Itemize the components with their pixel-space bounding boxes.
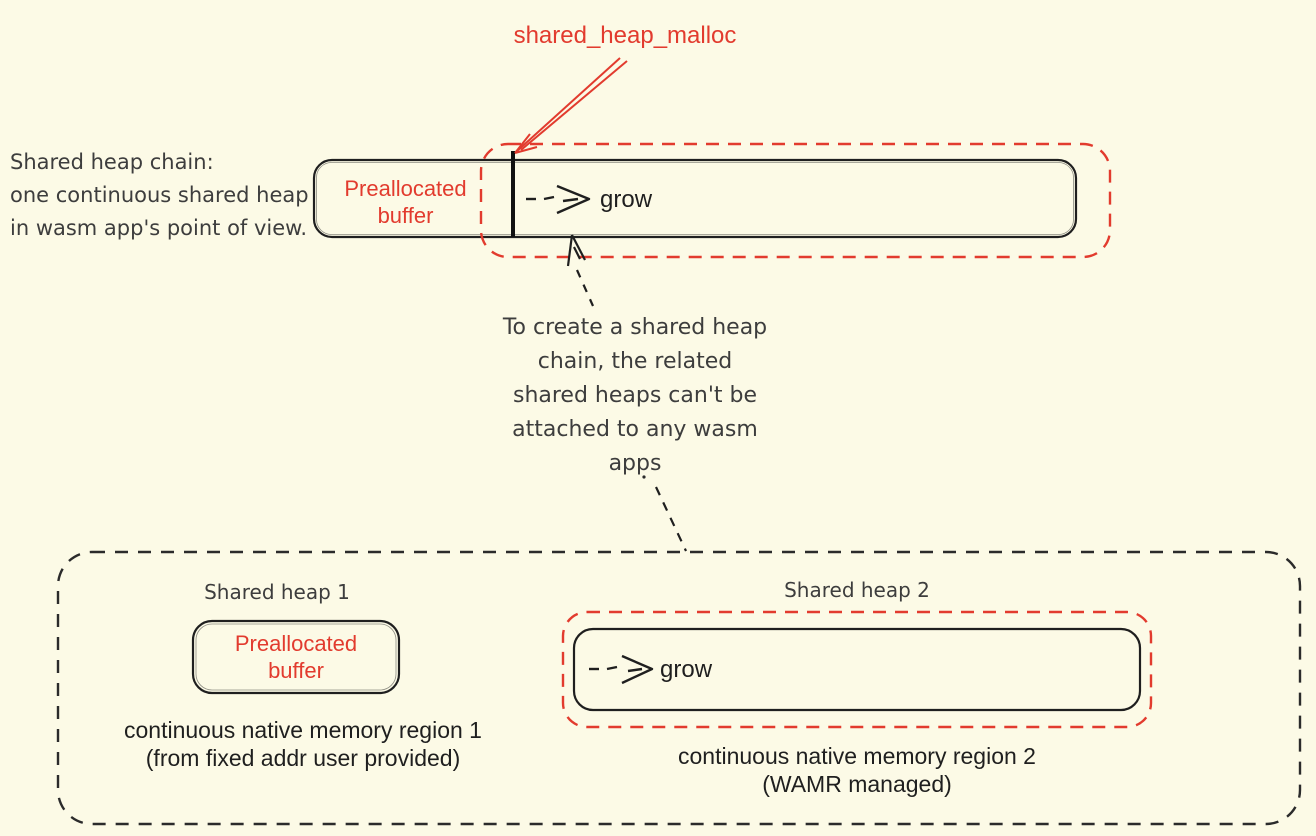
note-line: chain, the related xyxy=(537,349,733,374)
intro-line: one continuous shared heap xyxy=(10,183,309,207)
attach-pointer-icon xyxy=(566,234,586,267)
note-line: attached to any wasm xyxy=(512,417,758,442)
shared-heap2-box xyxy=(572,627,1142,712)
heap2-caption-line: continuous native memory region 2 xyxy=(678,743,1036,769)
note-text: To create a shared heap chain, the relat… xyxy=(460,311,810,481)
heap1-caption-line: continuous native memory region 1 xyxy=(124,717,482,743)
note-line: To create a shared heap xyxy=(502,315,768,340)
heap2-caption-line: (WAMR managed) xyxy=(762,771,952,797)
heap2-grow-label: grow xyxy=(660,656,713,683)
heap1-buffer-label: Preallocated buffer xyxy=(196,630,396,684)
intro-line: in wasm app's point of view. xyxy=(10,216,308,240)
heap2-caption: continuous native memory region 2 (WAMR … xyxy=(657,742,1057,798)
leader-line-2 xyxy=(642,475,687,552)
preallocated-buffer-label: Preallocated buffer xyxy=(323,175,488,229)
heap1-buffer-line: buffer xyxy=(268,658,324,683)
preallocated-line: Preallocated xyxy=(344,176,467,201)
leader-line-1 xyxy=(575,269,595,307)
intro-text: Shared heap chain: one continuous shared… xyxy=(10,146,330,245)
shared-heap2-outline xyxy=(561,610,1153,729)
shared-heap-chain-outline xyxy=(479,142,1112,259)
grow-arrow2-icon xyxy=(589,654,654,685)
note-line: shared heaps can't be xyxy=(512,383,757,408)
grow-label: grow xyxy=(600,186,653,213)
heap1-title: Shared heap 1 xyxy=(204,580,350,604)
intro-line: Shared heap chain: xyxy=(10,150,214,174)
heap1-caption-line: (from fixed addr user provided) xyxy=(145,745,461,771)
heap1-caption: continuous native memory region 1 (from … xyxy=(103,716,503,772)
malloc-label: shared_heap_malloc xyxy=(513,22,737,49)
heap1-buffer-line: Preallocated xyxy=(234,631,358,656)
note-line: apps xyxy=(608,451,662,476)
preallocated-line: buffer xyxy=(377,203,434,228)
malloc-arrow-icon xyxy=(514,57,628,154)
grow-arrow-icon xyxy=(526,184,591,215)
heap2-title: Shared heap 2 xyxy=(784,578,930,602)
